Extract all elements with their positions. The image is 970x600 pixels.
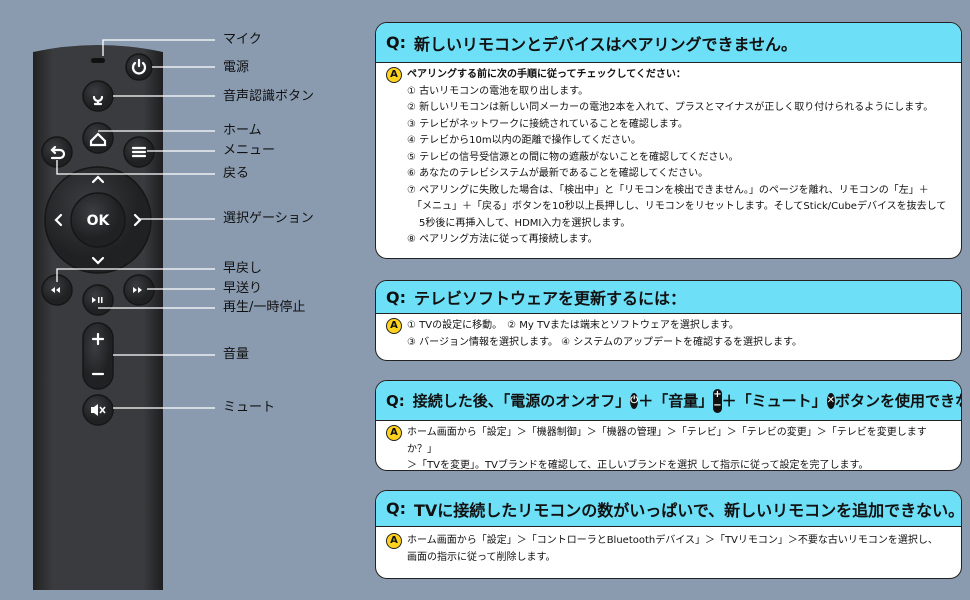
question-part: ボタンを使用できない。 [835,392,961,410]
label-forward: 早送り [223,281,263,296]
right-icon [133,213,142,227]
label-mute: ミュート [223,400,276,415]
power-icon: ⏻ [630,392,639,409]
faq-software-update: Q: テレビソフトウェアを更新するには： A ① TVの設定に移動。 ② My T… [375,280,962,361]
plus-icon [91,332,105,346]
answer-line: 画面の指示に従って削除します。 [407,551,556,563]
step: ⑤ テレビの信号受信源との間に物の遮蔽がないことを確認してください。 [407,151,739,163]
label-play: 再生/一時停止 [223,300,306,315]
question: TVに接続したリモコンの数がいっぱいで、新しいリモコンを追加できない。 [414,500,962,520]
label-home: ホーム [223,123,262,138]
voice-button [82,80,114,112]
volume-icon: +− [713,388,722,413]
label-mic: マイク [223,32,262,47]
question-part: 接続した後、「電源のオンオフ」 [412,392,631,410]
menu-icon [131,146,147,158]
q-prefix: Q: [386,287,406,307]
faq-buttons: Q: 接続した後、「電源のオンオフ」⏻ ＋「音量」+− ＋「ミュート」✕ ボタン… [375,380,962,471]
step: ⑧ ペアリング方法に従って再接続します。 [407,234,598,245]
faq-remote-limit: Q:TVに接続したリモコンの数がいっぱいで、新しいリモコンを追加できない。 A … [375,490,962,579]
mute-icon [91,404,98,416]
up-icon [91,175,105,184]
step: ⑥ あなたのテレビシステムが最新であることを確認してください。 [407,168,709,179]
mute-icon: ✕ [826,392,835,409]
answer-line: ③ バージョン情報を選択します。 ④ システムのアップデートを確認するを選択しま… [407,336,802,348]
q-prefix: Q: [386,499,406,518]
label-power: 電源 [223,60,250,75]
q-prefix: Q: [386,391,405,410]
answer-intro: ペアリングする前に次の手順に従ってチェックしてください： [407,69,686,80]
left-icon [54,213,63,227]
answer-line: ① TVの設定に移動。 ② My TVまたは端末とソフトウェアを選択します。 [407,320,739,331]
answer-line: ホーム画面から「設定」＞「機器制御」＞「機器の管理」＞「テレビ」＞「テレビの変更… [407,427,927,455]
step: 「メニュ」＋「戻る」ボタンを10秒以上長押しし、リモコンをリセットします。そして… [412,201,947,212]
label-volume: 音量 [223,347,250,362]
mic-hole [91,58,105,63]
question: テレビソフトウェアを更新するには： [414,289,687,308]
step: ② 新しいリモコンは新しい同メーカーの電池2本を入れて、プラスとマイナスが正しく… [407,102,934,113]
label-rewind: 早戻し [223,261,263,276]
faq-pairing: Q: 新しいリモコンとデバイスはペアリングできません。 A ペアリングする前に次の… [375,22,962,259]
mic-icon [92,95,104,106]
play-pause-icon [92,297,103,303]
volume-rocker [82,322,114,390]
step: ③ テレビがネットワークに接続されていることを確認します。 [407,118,688,130]
answer-line: ＞「TVを変更」。TVブランドを確認して、正しいブランドを選択 して指示に従って… [407,460,869,471]
ok-button [70,192,126,248]
label-menu: メニュー [223,143,276,158]
down-icon [91,256,105,265]
step: ① 古いリモコンの電池を取り出します。 [407,85,589,97]
step: 5秒後に再挿入して、HDMI入力を選択します。 [419,217,631,229]
label-nav: 選択ゲーション [223,211,314,226]
answer-badge: A [386,67,402,83]
answer-badge: A [386,318,402,334]
question-part: ＋「ミュート」 [721,392,827,410]
ok-label[interactable]: OK [87,213,111,229]
answer-badge: A [386,425,402,441]
label-back: 戻る [223,166,250,181]
step: ⑦ ペアリングに失敗した場合は、「検出中」と「リモコンを検出できません。」のペー… [407,184,929,196]
q-prefix: Q: [386,33,406,52]
question: 新しいリモコンとデバイスはペアリングできません。 [414,34,798,54]
forward-icon [133,287,142,293]
label-voice: 音声認識ボタン [223,89,315,104]
callout-lines [56,39,215,409]
answer-badge: A [386,533,402,549]
home-icon [89,132,107,147]
remote-illustration: OK [33,39,215,590]
rewind-icon [51,287,60,293]
home-button [82,122,114,154]
power-icon [131,58,147,75]
step: ④ テレビから10m以内の距離で操作してください。 [407,135,642,146]
question-part: ＋「音量」 [638,392,714,410]
back-icon [50,145,66,160]
answer-line: ホーム画面から「設定」＞「コントローラとBluetoothデバイス」＞「TVリモ… [407,535,938,546]
